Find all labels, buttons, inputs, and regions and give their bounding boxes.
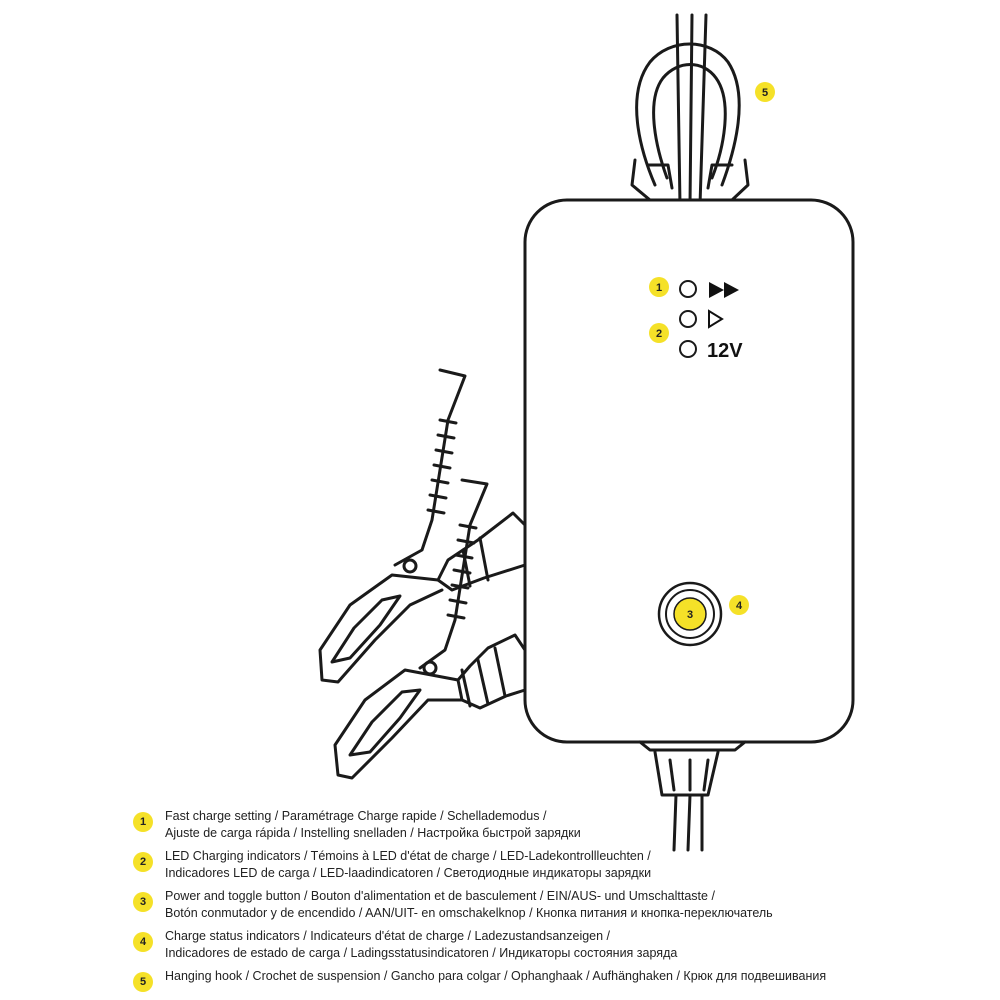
legend-text-4b: Indicadores de estado de carga / Ladings… <box>165 946 678 960</box>
callout-1: 1 <box>649 277 669 297</box>
button-outer-ring <box>657 581 723 647</box>
button-inner-ring <box>665 589 715 639</box>
svg-text:4: 4 <box>736 600 743 612</box>
legend-text-1b: Ajuste de carga rápida / Instelling snel… <box>165 826 581 840</box>
legend-badge-4: 4 <box>133 932 153 952</box>
legend-item-3: 3 Power and toggle button / Bouton d'ali… <box>133 888 973 922</box>
legend-badge-5: 5 <box>133 972 153 992</box>
charger-body <box>523 198 855 744</box>
legend: 1 Fast charge setting / Paramétrage Char… <box>133 808 973 998</box>
callout-5: 5 <box>755 82 775 102</box>
svg-text:5: 5 <box>762 87 768 99</box>
voltage-led <box>679 340 697 358</box>
voltage-label: 12V <box>707 340 743 362</box>
fast-forward-icon <box>709 282 739 298</box>
legend-text-4a: Charge status indicators / Indicateurs d… <box>165 929 611 943</box>
callout-4: 4 <box>729 595 749 615</box>
legend-badge-2: 2 <box>133 852 153 872</box>
legend-text-2a: LED Charging indicators / Témoins à LED … <box>165 849 651 863</box>
svg-text:1: 1 <box>656 282 662 294</box>
fast-charge-led <box>679 280 697 298</box>
charge-led <box>679 310 697 328</box>
legend-badge-1: 1 <box>133 812 153 832</box>
legend-item-4: 4 Charge status indicators / Indicateurs… <box>133 928 973 962</box>
legend-badge-3: 3 <box>133 892 153 912</box>
legend-text-3b: Botón conmutador y de encendido / AAN/UI… <box>165 906 773 920</box>
legend-item-5: 5 Hanging hook / Crochet de suspension /… <box>133 968 973 992</box>
legend-text-2b: Indicadores LED de carga / LED-laadindic… <box>165 866 652 880</box>
clamp-upper <box>318 368 527 684</box>
legend-text-1a: Fast charge setting / Paramétrage Charge… <box>165 809 547 823</box>
legend-item-1: 1 Fast charge setting / Paramétrage Char… <box>133 808 973 842</box>
clamp-lower <box>333 478 527 780</box>
callout-3-label: 3 <box>687 609 693 621</box>
callout-2: 2 <box>649 323 669 343</box>
bottom-cable <box>638 740 747 852</box>
play-outline-icon <box>708 309 724 329</box>
legend-text-3a: Power and toggle button / Bouton d'alime… <box>165 889 715 903</box>
power-toggle-button[interactable]: 3 <box>673 597 707 631</box>
legend-text-5a: Hanging hook / Crochet de suspension / G… <box>165 969 827 983</box>
legend-item-2: 2 LED Charging indicators / Témoins à LE… <box>133 848 973 882</box>
svg-text:2: 2 <box>656 328 662 340</box>
